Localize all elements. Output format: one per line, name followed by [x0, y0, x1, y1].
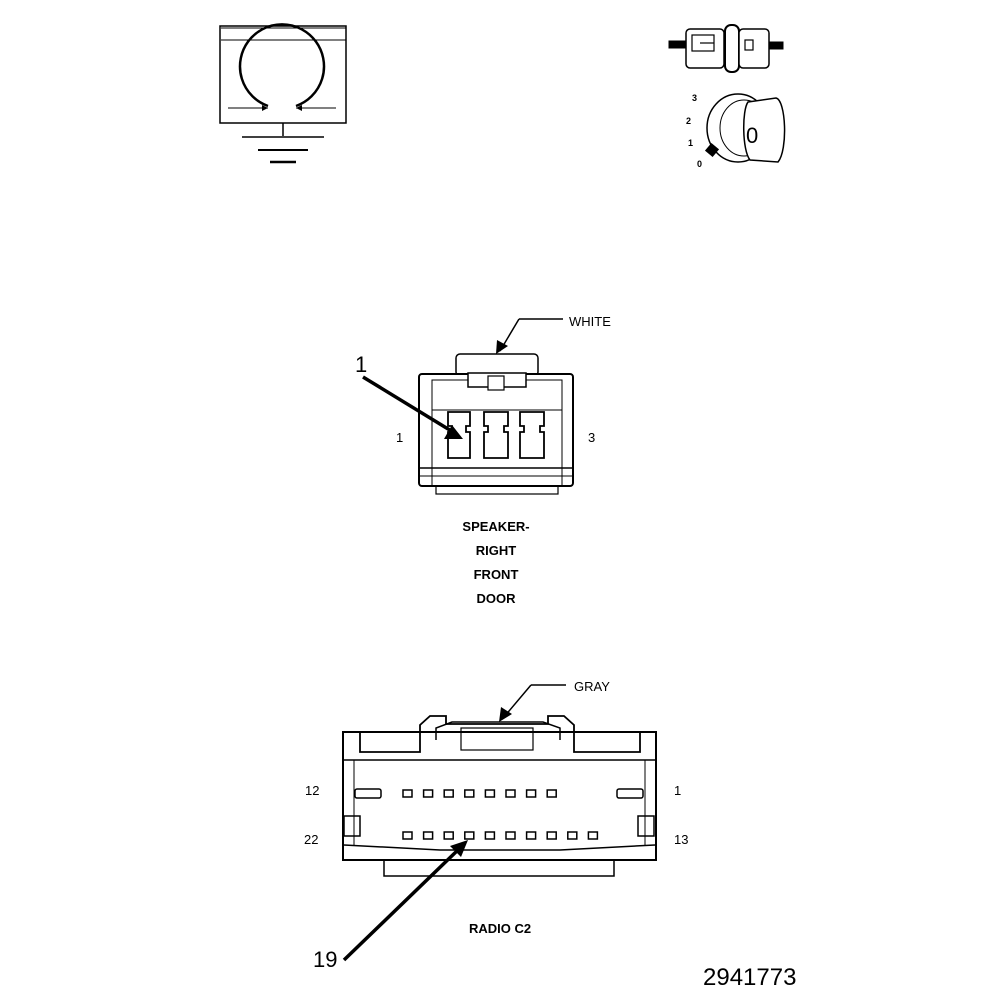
speaker-title-line: FRONT: [474, 567, 519, 582]
ignition-position-0: 0: [697, 159, 702, 169]
ignition-position-1: 1: [688, 138, 693, 148]
radio-top-pin: [422, 789, 434, 798]
figure-id: 2941773: [703, 964, 796, 991]
radio-top-pin: [484, 789, 496, 798]
radio-pin-top-left: 12: [305, 783, 319, 798]
speaker-color-label: WHITE: [569, 314, 611, 329]
radio-bottom-pin: [464, 831, 475, 840]
radio-bottom-pin-row: [402, 831, 599, 840]
ignition-position-3: 3: [692, 93, 697, 103]
radio-color-label: GRAY: [574, 679, 610, 694]
speaker-connector: [362, 318, 574, 495]
radio-top-pin: [464, 789, 475, 798]
radio-callout-arrow: [342, 840, 468, 962]
speaker-title-line: DOOR: [477, 591, 517, 606]
ignition-position-2: 2: [686, 116, 691, 126]
radio-top-pin-row: [402, 789, 557, 798]
radio-top-pin: [402, 789, 413, 798]
ignition-key-label: 0: [746, 123, 758, 148]
radio-top-pin: [546, 789, 557, 798]
radio-callout-number: 19: [313, 947, 337, 972]
radio-bottom-pin: [422, 831, 434, 840]
radio-bottom-pin: [402, 831, 413, 840]
speaker-title-line: RIGHT: [476, 543, 517, 558]
speaker-title: SPEAKER- RIGHT FRONT DOOR: [462, 519, 529, 606]
radio-bottom-pin: [546, 831, 557, 840]
radio-top-pin: [443, 789, 454, 798]
radio-bottom-pin: [525, 831, 537, 840]
speaker-pin-right: 3: [588, 430, 595, 445]
radio-top-pin: [525, 789, 537, 798]
radio-connector: [342, 684, 657, 877]
radio-pin-bottom-right: 13: [674, 832, 688, 847]
speaker-title-line: SPEAKER-: [462, 519, 529, 534]
radio-pin-top-right: 1: [674, 783, 681, 798]
connector-view-icon: [668, 24, 784, 73]
radio-bottom-pin: [587, 831, 599, 840]
radio-bottom-pin: [443, 831, 454, 840]
radio-pin-bottom-left: 22: [304, 832, 318, 847]
radio-bottom-pin: [567, 831, 578, 840]
speaker-pin-left: 1: [396, 430, 403, 445]
speaker-callout-number: 1: [355, 352, 367, 377]
ignition-key-icon: 3 2 1 0 0: [686, 93, 786, 169]
radio-top-pin: [505, 789, 516, 798]
radio-title: RADIO C2: [469, 921, 531, 936]
radio-bottom-pin: [484, 831, 496, 840]
radio-bottom-pin: [505, 831, 516, 840]
ground-circle-icon: [219, 23, 347, 164]
